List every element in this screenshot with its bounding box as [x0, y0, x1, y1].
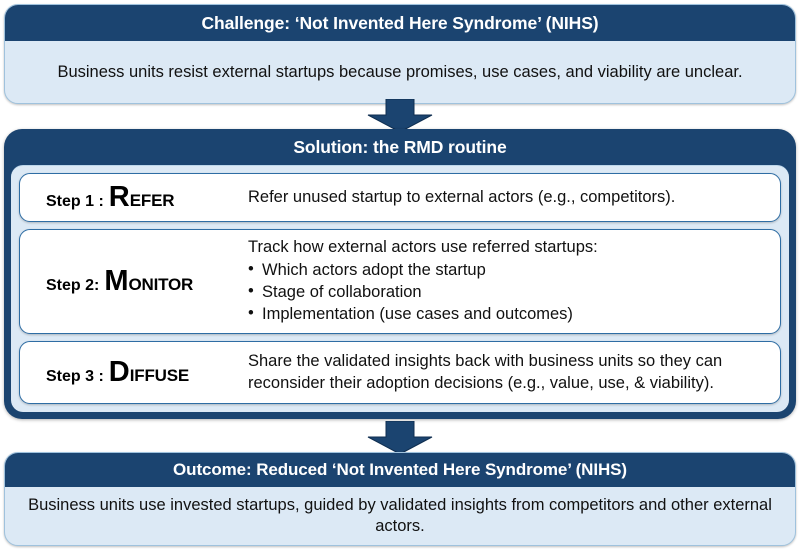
step-3-label: Step 3 : D IFFUSE	[20, 358, 248, 387]
step-1-description: Refer unused startup to external actors …	[248, 187, 780, 208]
list-item: Which actors adopt the startup	[248, 259, 766, 282]
step-row: Step 1 : R EFER Refer unused startup to …	[19, 173, 781, 222]
step-row: Step 3 : D IFFUSE Share the validated in…	[19, 341, 781, 404]
list-item: Stage of collaboration	[248, 281, 766, 304]
challenge-body-text: Business units resist external startups …	[57, 62, 743, 81]
step-1-label: Step 1 : R EFER	[20, 183, 248, 212]
step-3-description-text: Share the validated insights back with b…	[248, 352, 723, 392]
solution-title: Solution: the RMD routine	[293, 137, 507, 157]
challenge-card: Challenge: ‘Not Invented Here Syndrome’ …	[4, 4, 796, 104]
step-2-number: Step 2:	[46, 277, 100, 294]
step-2-label: Step 2: M ONITOR	[20, 267, 248, 296]
step-3-number: Step 3 :	[46, 368, 104, 385]
arrow-down-icon-challenge-to-solution	[364, 99, 436, 133]
step-1-initial: R	[108, 181, 130, 213]
step-1-description-text: Refer unused startup to external actors …	[248, 187, 676, 206]
list-item: Implementation (use cases and outcomes)	[248, 303, 766, 326]
challenge-header: Challenge: ‘Not Invented Here Syndrome’ …	[5, 5, 795, 41]
step-2-initial: M	[104, 265, 129, 297]
step-3-name-rest: IFFUSE	[129, 366, 189, 385]
outcome-body-text: Business units use invested startups, gu…	[28, 495, 772, 535]
step-row: Step 2: M ONITOR Track how external acto…	[19, 229, 781, 334]
step-3-description: Share the validated insights back with b…	[248, 351, 780, 394]
solution-panel: Solution: the RMD routine Step 1 : R EFE…	[4, 129, 796, 419]
step-2-description: Track how external actors use referred s…	[248, 237, 780, 326]
step-2-name-rest: ONITOR	[128, 275, 194, 294]
solution-steps-container: Step 1 : R EFER Refer unused startup to …	[11, 165, 789, 412]
step-1-number: Step 1 :	[46, 193, 104, 210]
step-2-bullet-list: Which actors adopt the startup Stage of …	[248, 259, 766, 326]
step-2-description-text: Track how external actors use referred s…	[248, 237, 598, 256]
step-3-initial: D	[108, 356, 130, 388]
outcome-card: Outcome: Reduced ‘Not Invented Here Synd…	[4, 452, 796, 546]
arrow-down-icon-solution-to-outcome	[364, 421, 436, 455]
step-1-name-rest: EFER	[129, 191, 175, 210]
outcome-header: Outcome: Reduced ‘Not Invented Here Synd…	[5, 453, 795, 487]
